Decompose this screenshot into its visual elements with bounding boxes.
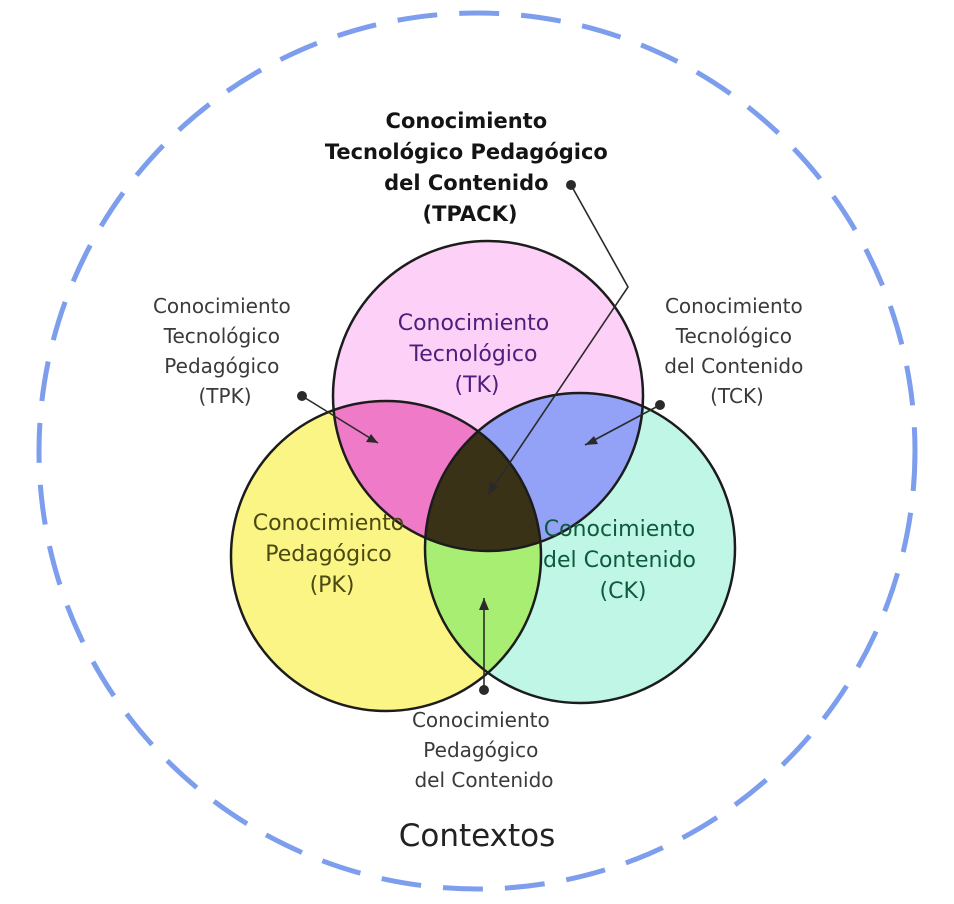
tpack-arrowhead <box>488 481 498 495</box>
context-label: Contextos <box>399 818 556 854</box>
tpk-pointer-line <box>301 395 379 444</box>
tpk-arrowhead <box>366 434 378 443</box>
pck-arrowhead <box>479 598 489 610</box>
pk-outline <box>229 399 543 713</box>
tpack-pointer-dot <box>566 180 576 190</box>
ck-outline <box>423 391 737 705</box>
ck-label: Conocimiento del Contenido (CK) <box>543 517 703 604</box>
tk-label: Conocimiento Tecnológico (TK) <box>398 311 557 398</box>
tpk-label: Conocimiento Tecnológico Pedagógico (TPK… <box>153 294 297 408</box>
tpack-pointer-line <box>487 184 629 496</box>
pk-label: Conocimiento Pedagógico (PK) <box>253 511 412 598</box>
context-boundary <box>36 10 918 892</box>
pck-label: Conocimiento Pedagógico del Contenido <box>412 708 556 792</box>
tck-pointer-dot <box>655 400 665 410</box>
pck-pointer-dot <box>479 685 489 695</box>
tpack-label: Conocimiento Tecnológico Pedagógico del … <box>325 109 615 226</box>
tck-pointer-line <box>584 404 661 446</box>
tpack-region <box>425 401 541 551</box>
tck-arrowhead <box>585 436 598 445</box>
tk-outline <box>331 239 645 553</box>
tpk-pointer-dot <box>297 391 307 401</box>
tck-label: Conocimiento Tecnológico del Contenido (… <box>664 294 809 408</box>
